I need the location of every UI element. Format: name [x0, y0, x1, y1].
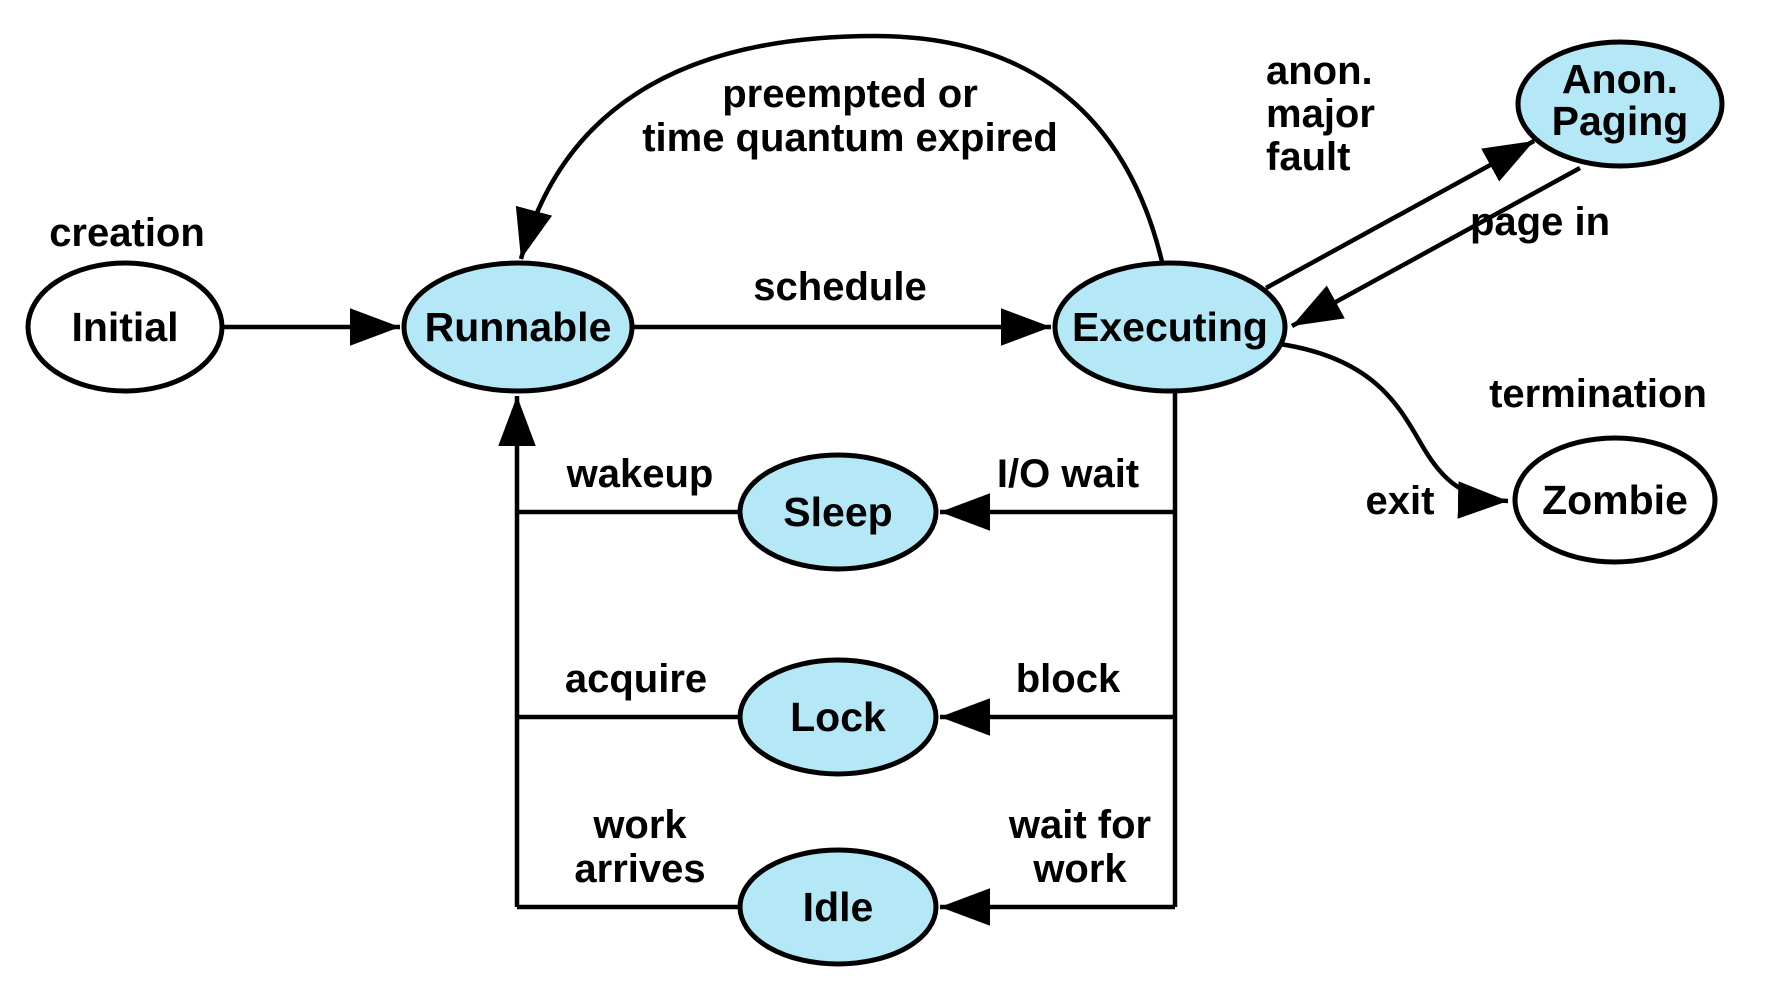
- state-initial-label: Initial: [71, 304, 178, 350]
- edge-page-in-arrow: [1290, 166, 1582, 328]
- state-anon-paging-label-line1: Anon.: [1562, 56, 1678, 102]
- state-lock-label: Lock: [790, 694, 886, 740]
- state-anon-paging-label-line2: Paging: [1552, 98, 1689, 144]
- edge-exit-label: exit: [1366, 479, 1435, 523]
- edge-schedule-label: schedule: [753, 265, 926, 309]
- edge-wakeup-label: wakeup: [566, 452, 714, 496]
- state-idle: [737, 847, 939, 967]
- state-sleep: [737, 452, 939, 572]
- state-sleep-label: Sleep: [783, 489, 892, 535]
- edge-work-arrives-label-line1: work: [592, 803, 687, 847]
- state-zombie-label: Zombie: [1542, 477, 1688, 523]
- annotation-creation: creation: [49, 211, 205, 255]
- edge-anon-major-fault-arrow: [1264, 139, 1536, 290]
- edge-block-label: block: [1016, 657, 1121, 701]
- state-runnable-label: Runnable: [425, 304, 612, 350]
- state-executing-label: Executing: [1072, 304, 1268, 350]
- state-lock: [737, 657, 939, 777]
- state-initial: [25, 260, 225, 394]
- edge-io-wait-label: I/O wait: [997, 452, 1139, 496]
- state-zombie: [1512, 435, 1718, 565]
- edge-page-in-label: page in: [1470, 200, 1610, 244]
- edge-wait-for-work-label-line1: wait for: [1008, 803, 1151, 847]
- edge-preempt-label-line2: time quantum expired: [642, 116, 1058, 160]
- edge-anon-major-fault-label-line3: fault: [1266, 135, 1350, 179]
- annotation-termination: termination: [1489, 372, 1707, 416]
- edge-preempt-label-line1: preempted or: [722, 72, 978, 116]
- state-executing: [1052, 260, 1288, 394]
- edge-anon-major-fault-label-line2: major: [1266, 92, 1375, 136]
- state-runnable: [401, 260, 635, 394]
- edge-wait-for-work-label-line2: work: [1032, 847, 1127, 891]
- edge-exit-curve: [1279, 341, 1509, 519]
- state-idle-label: Idle: [803, 884, 874, 930]
- edge-work-arrives-label-line2: arrives: [574, 847, 705, 891]
- edge-preempt-arc: [515, 33, 1166, 267]
- state-anon-paging: [1515, 39, 1725, 169]
- edge-acquire-label: acquire: [565, 657, 707, 701]
- edge-anon-major-fault-label-line1: anon.: [1266, 49, 1373, 93]
